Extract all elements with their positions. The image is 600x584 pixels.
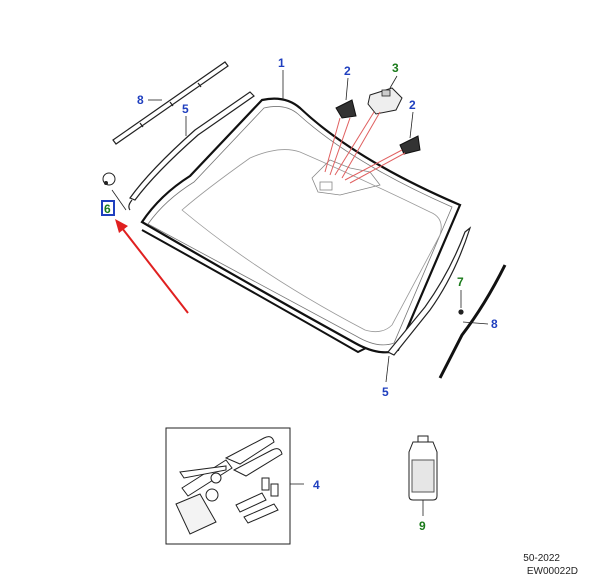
red-pointer-arrow bbox=[115, 219, 189, 314]
callout-2-right: 2 bbox=[409, 98, 416, 112]
leader-lines bbox=[111, 70, 489, 383]
rain-sensor-camera bbox=[367, 87, 403, 115]
callout-6: 6 bbox=[104, 202, 111, 216]
callout-6-highlight bbox=[101, 200, 115, 216]
repair-kit-box bbox=[165, 427, 291, 545]
diagram-page-code: 50-2022 bbox=[523, 553, 560, 564]
callout-8-left: 8 bbox=[137, 93, 144, 107]
sensor-cover-right bbox=[399, 135, 421, 155]
kit-primer-items bbox=[175, 477, 279, 535]
right-a-pillar-finisher-inner bbox=[387, 226, 472, 356]
callout-2-left: 2 bbox=[344, 64, 351, 78]
adhesive-bottle bbox=[408, 435, 438, 501]
callout-4: 4 bbox=[313, 478, 320, 492]
windscreen-glass bbox=[140, 97, 462, 354]
clip-part-6 bbox=[102, 172, 116, 186]
callout-5-left: 5 bbox=[182, 102, 189, 116]
sensor-position-lines bbox=[324, 111, 406, 184]
callout-9: 9 bbox=[419, 519, 426, 533]
left-a-pillar-finisher-lower bbox=[128, 91, 255, 211]
callout-1: 1 bbox=[278, 56, 285, 70]
callout-7: 7 bbox=[457, 275, 464, 289]
kit-applicator-gun bbox=[179, 436, 283, 497]
callout-8-right: 8 bbox=[491, 317, 498, 331]
callout-5-right: 5 bbox=[382, 385, 389, 399]
right-a-pillar-finisher-outer bbox=[438, 264, 507, 379]
left-a-pillar-finisher-upper bbox=[112, 61, 229, 145]
callout-3: 3 bbox=[392, 61, 399, 75]
diagram-reference-code: EW00022D bbox=[526, 566, 578, 577]
windscreen-lower-edge bbox=[141, 229, 367, 354]
sensor-cover-left bbox=[335, 99, 357, 119]
